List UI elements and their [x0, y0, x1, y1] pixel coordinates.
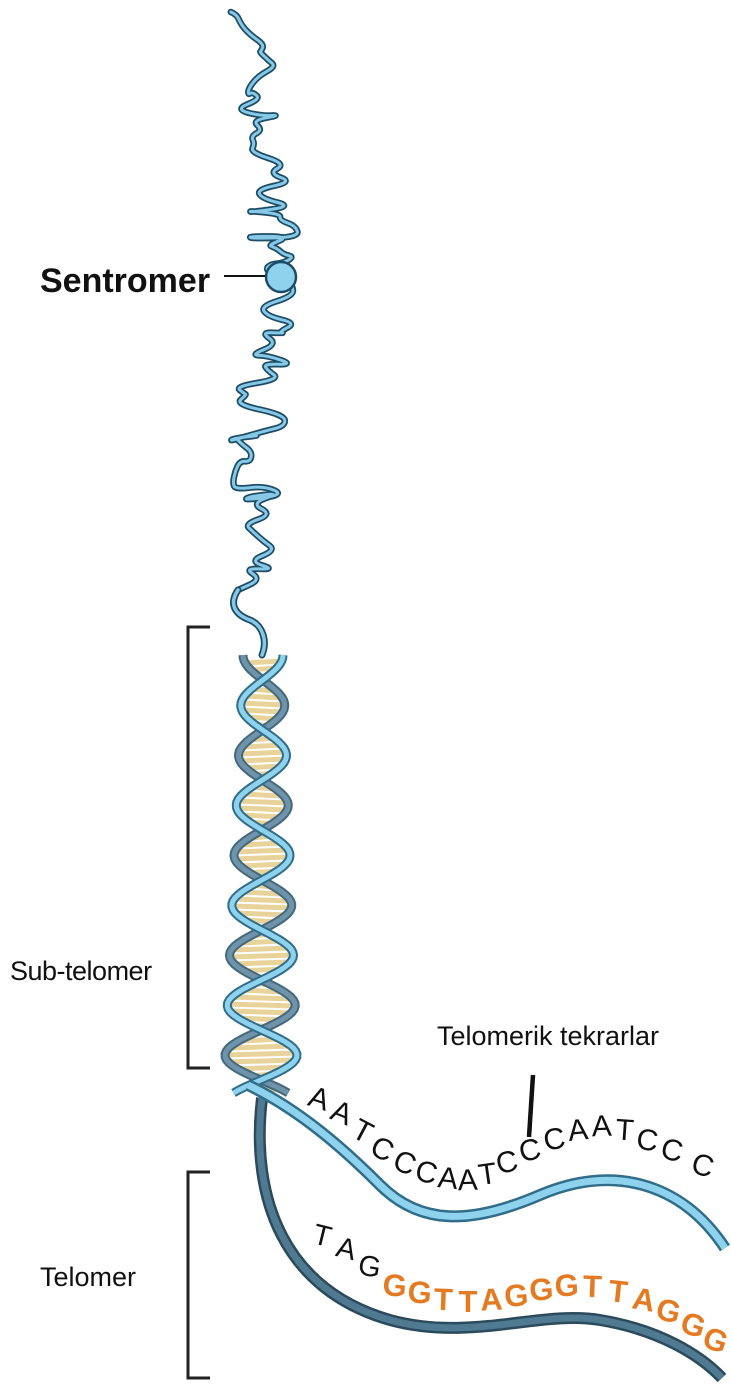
- nucleotide-top: A: [326, 1094, 357, 1132]
- centromere-knob: [266, 262, 296, 292]
- base-pair: [234, 899, 289, 901]
- base-pair: [233, 948, 290, 950]
- nucleotide-bottom: A: [333, 1231, 360, 1267]
- subtelomere-label: Sub-telomer: [10, 956, 152, 987]
- nucleotide-top: C: [658, 1132, 686, 1169]
- nucleotide-repeat: A: [630, 1280, 658, 1318]
- dna-double-helix: [225, 655, 297, 1093]
- nucleotide-repeat: G: [406, 1274, 433, 1311]
- nucleotide-top: C: [634, 1123, 660, 1159]
- chromatin-coil-outline: [231, 12, 298, 590]
- nucleotide-repeat: A: [479, 1281, 503, 1317]
- nucleotide-top: T: [614, 1113, 635, 1147]
- base-pair: [241, 703, 285, 705]
- base-pair: [239, 752, 286, 754]
- region-brackets: [188, 627, 210, 1378]
- nucleotide-top: C: [493, 1144, 521, 1181]
- centromere: [224, 262, 296, 292]
- nucleotide-repeat: T: [607, 1273, 630, 1310]
- nucleotide-top: C: [688, 1147, 718, 1185]
- base-pair: [232, 997, 291, 999]
- condensed-chromatin: [231, 12, 298, 590]
- telomere-label: Telomer: [40, 1262, 136, 1293]
- nucleotide-top: A: [457, 1164, 478, 1198]
- chromatin-coil: [231, 12, 298, 590]
- base-pair: [242, 710, 284, 712]
- base-pair: [239, 759, 286, 761]
- nucleotide-bottom: G: [356, 1249, 384, 1284]
- base-pair: [237, 808, 288, 810]
- nucleotide-bottom: T: [310, 1219, 335, 1254]
- base-pair: [227, 1004, 295, 1006]
- base-pair: [229, 1011, 293, 1013]
- nucleotide-repeat: G: [554, 1268, 579, 1304]
- nucleotide-repeat: G: [503, 1277, 530, 1314]
- nucleotide-repeat: G: [381, 1267, 408, 1304]
- nucleotide-repeat: G: [528, 1271, 555, 1308]
- nucleotide-repeat: T: [582, 1269, 602, 1305]
- base-pair: [236, 850, 289, 852]
- nucleotide-top: C: [541, 1122, 568, 1158]
- base-pair: [231, 1046, 291, 1048]
- base-pair: [234, 857, 290, 859]
- telomeric-repeats-label: Telomerik tekrarlar: [437, 1021, 659, 1052]
- base-pair: [232, 906, 292, 908]
- nucleotide-repeat: T: [433, 1282, 453, 1318]
- telomeric-repeats-pointer: [529, 1075, 533, 1137]
- nucleotide-top: A: [591, 1110, 612, 1144]
- base-pair: [230, 955, 294, 957]
- telomere-bracket: [188, 1172, 210, 1378]
- nucleotide-top: A: [566, 1113, 589, 1148]
- base-pair: [227, 1060, 296, 1062]
- nucleotide-repeat: T: [459, 1284, 478, 1319]
- base-pair: [225, 1053, 296, 1055]
- base-pair: [237, 801, 287, 803]
- chromatin-tail: [234, 590, 265, 655]
- centromere-label: Sentromer: [40, 262, 210, 301]
- subtelomere-bracket: [188, 627, 210, 1068]
- nucleotide-top: A: [304, 1080, 333, 1118]
- nucleotide-top: C: [516, 1132, 544, 1169]
